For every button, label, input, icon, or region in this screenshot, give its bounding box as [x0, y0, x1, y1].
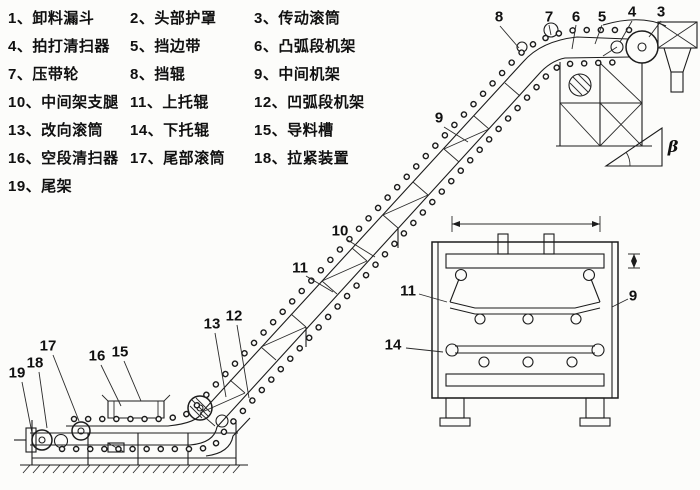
bend-drum-head: [568, 73, 592, 97]
legend-item-14: 14、下托辊: [130, 122, 210, 139]
legend-item-19: 19、尾架: [8, 178, 73, 195]
legend-item-15: 15、导料槽: [254, 122, 334, 139]
upper-idler: [570, 313, 582, 325]
legend-item-9: 9、中间机架: [254, 66, 341, 83]
incline-section: [30, 36, 631, 446]
carrying-trough: [449, 268, 601, 325]
legend-item-4: 4、拍打清扫器: [8, 38, 110, 55]
beating-cleaner: [610, 40, 624, 54]
tail-drum: [71, 421, 91, 441]
legend-item-17: 17、尾部滚筒: [130, 150, 226, 167]
angle-indicator: [604, 126, 663, 167]
legend-item-16: 16、空段清扫器: [8, 150, 119, 167]
bend-drum-area: [187, 395, 251, 457]
sidewall-belt-cleats: [58, 26, 644, 453]
top-dimension: [451, 216, 601, 232]
bottom-beam: [445, 373, 605, 387]
frame-legs: [439, 397, 611, 427]
legend-item-7: 7、压带轮: [8, 66, 79, 83]
legend-item-13: 13、改向滚筒: [8, 122, 104, 139]
legend-item-6: 6、凸弧段机架: [254, 38, 356, 55]
right-dimension: [628, 253, 640, 269]
legend-item-18: 18、拉紧装置: [254, 150, 350, 167]
head-guard: [602, 19, 667, 27]
legend-item-1: 1、卸料漏斗: [8, 10, 95, 27]
upper-idler: [522, 313, 534, 325]
leader-lines: [21, 20, 662, 434]
belt-press-wheel: [543, 22, 559, 38]
legend-item-3: 3、传动滚筒: [254, 10, 341, 27]
head-section: [516, 19, 698, 147]
top-beam: [445, 253, 605, 269]
cross-section-view: [431, 216, 640, 427]
concave-arc-frame: [205, 417, 251, 457]
tail-frame: [30, 420, 238, 465]
legend-item-11: 11、上托辊: [130, 94, 209, 111]
legend-item-5: 5、挡边带: [130, 38, 201, 55]
head-support-frame: [556, 60, 652, 147]
lower-idler: [566, 356, 578, 368]
lower-idler: [522, 356, 534, 368]
upper-idler: [474, 313, 486, 325]
return-belt: [445, 343, 605, 368]
lower-idler: [478, 356, 490, 368]
parts-legend: 1、卸料漏斗 2、头部护罩 3、传动滚筒 4、拍打清扫器 5、挡边带 6、凸弧段机架 7、压…: [8, 7, 386, 196]
feeding-chute: [101, 394, 171, 419]
legend-item-8: 8、挡辊: [130, 66, 186, 83]
bend-drum: [187, 395, 213, 421]
legend-item-2: 2、头部护罩: [130, 10, 217, 27]
drive-drum: [625, 30, 659, 64]
legend-item-12: 12、凹弧段机架: [254, 94, 365, 111]
legend-item-10: 10、中间架支腿: [8, 94, 119, 111]
discharge-hopper: [657, 21, 698, 93]
